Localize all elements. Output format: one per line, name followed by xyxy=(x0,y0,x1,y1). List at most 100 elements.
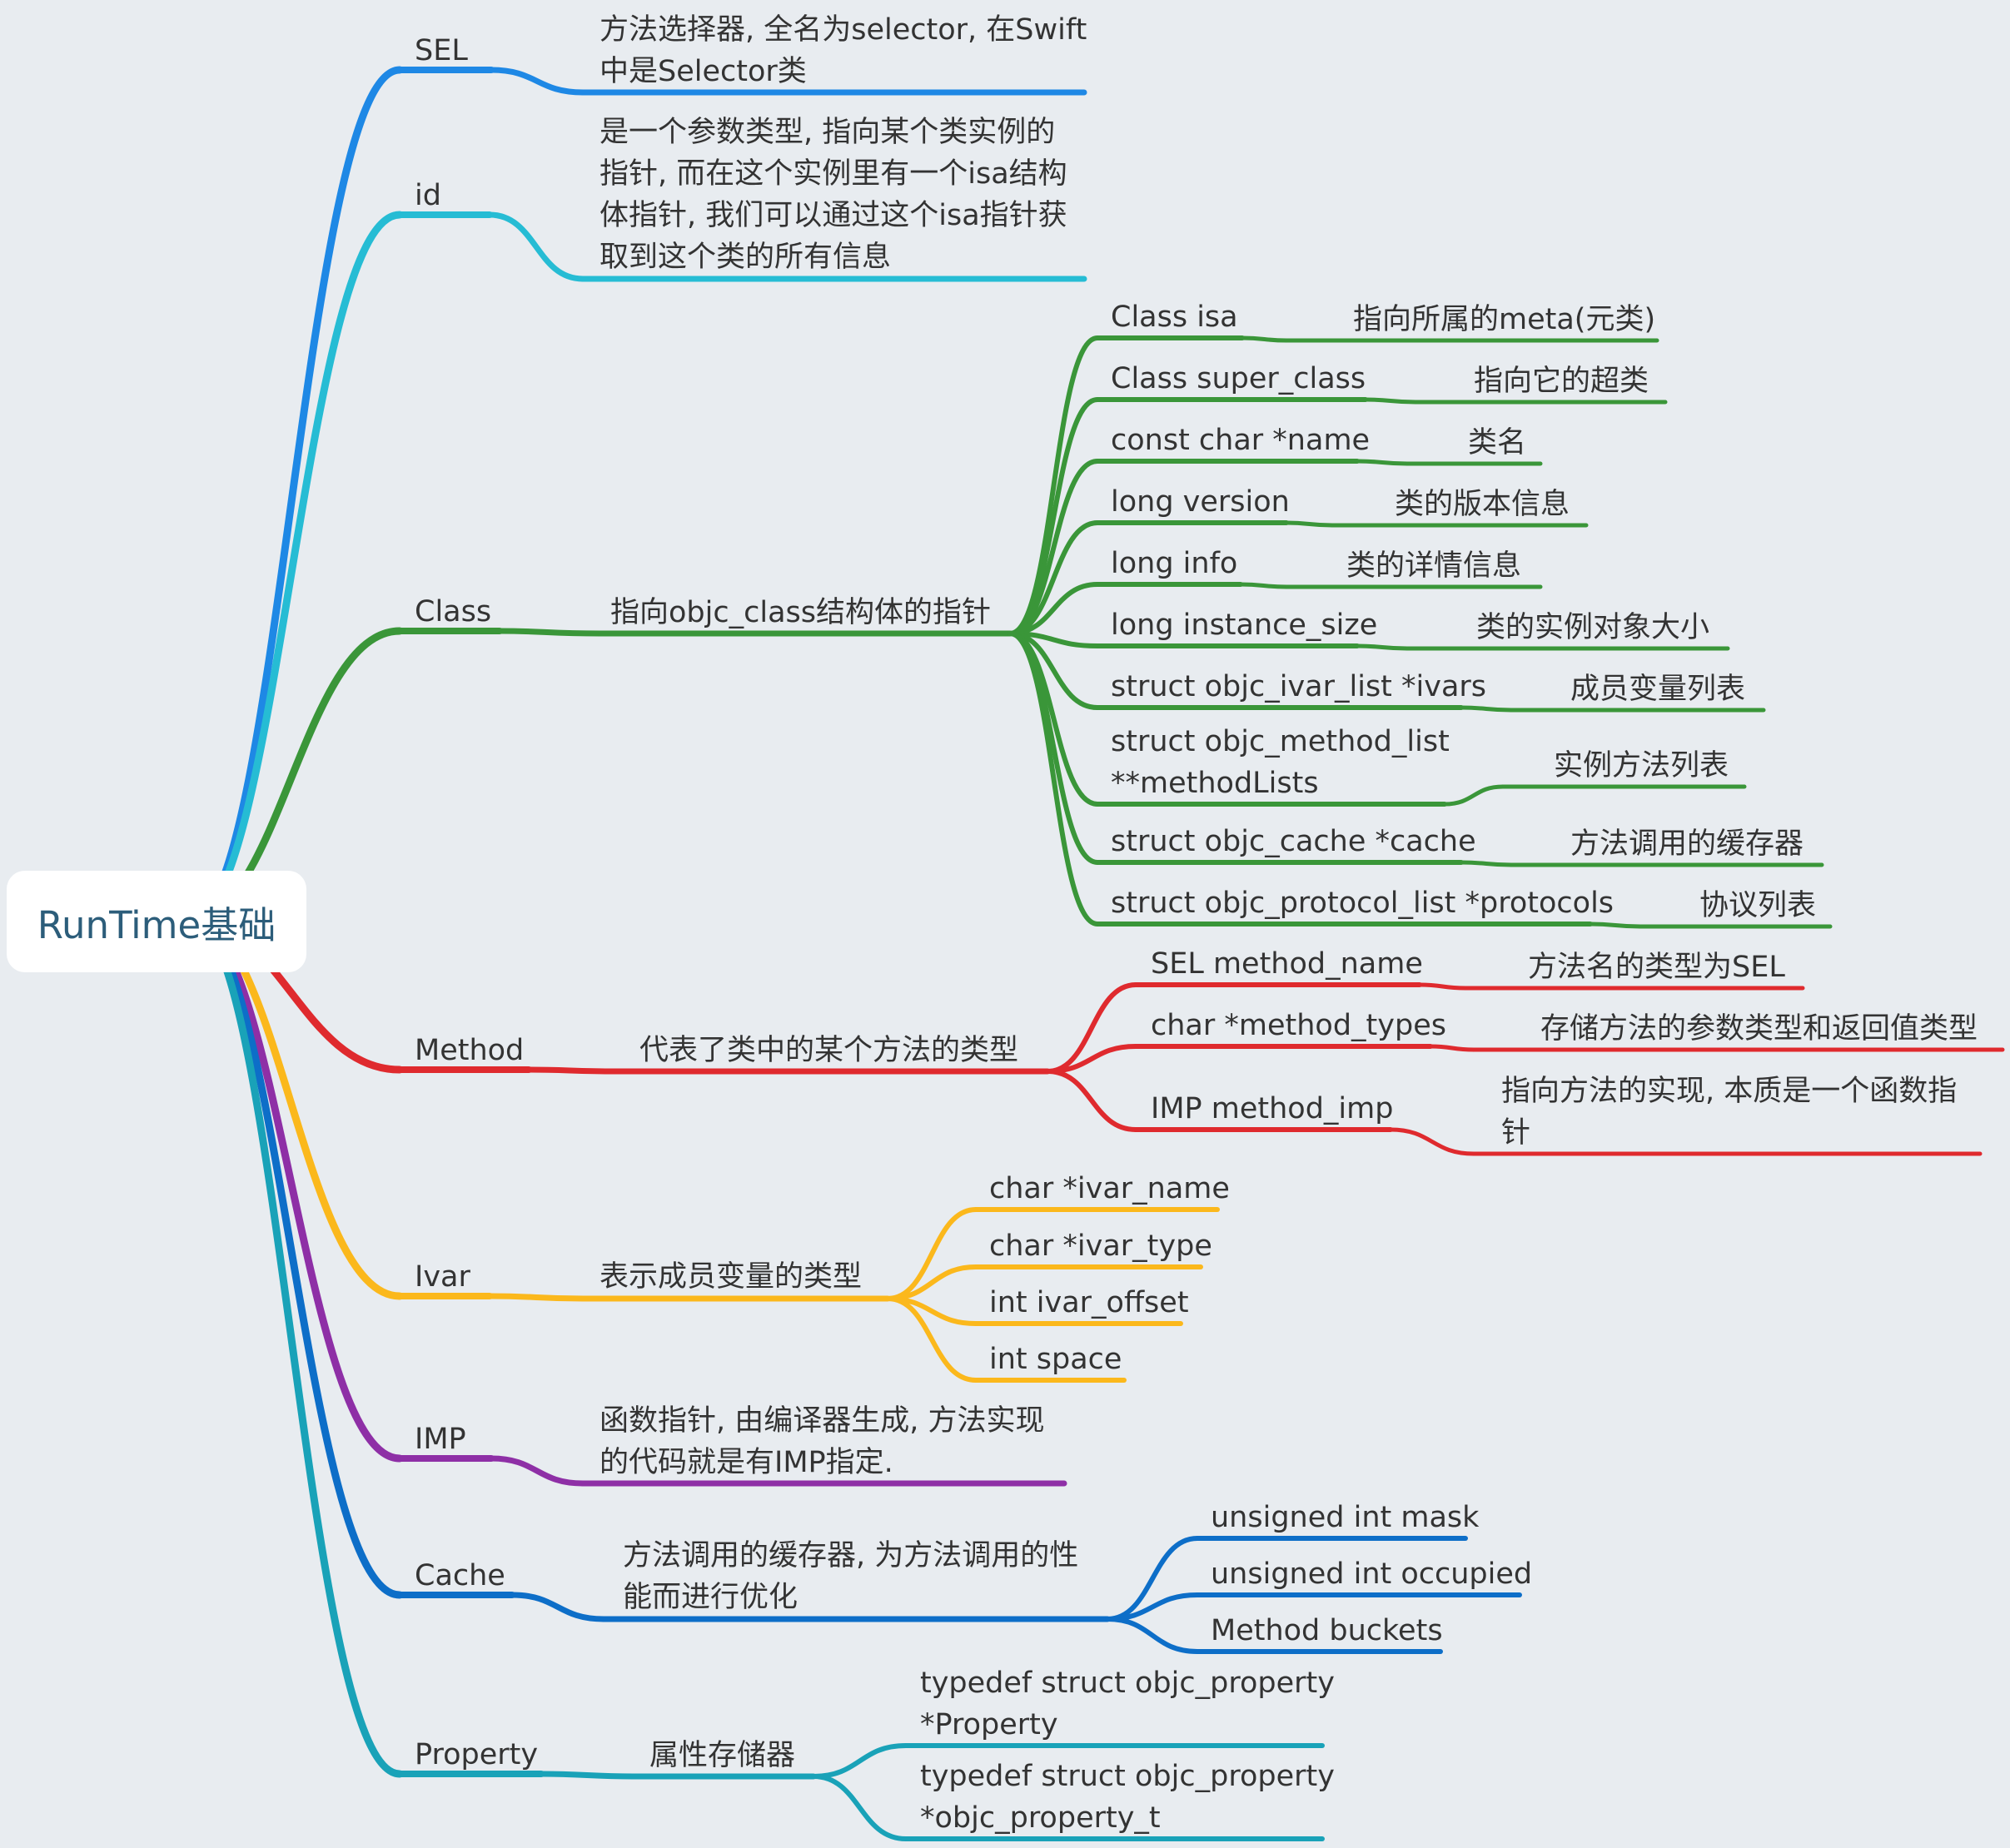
property-field-1-line-0[interactable]: typedef struct objc_property xyxy=(920,1760,1335,1793)
class-field-desc-connector-9 xyxy=(1588,922,1643,929)
ivar-connector xyxy=(187,915,404,1300)
class-label[interactable]: Class xyxy=(415,595,491,628)
ivar-label[interactable]: Ivar xyxy=(415,1260,470,1294)
cache-field-connector-2 xyxy=(1105,1617,1200,1654)
property-field-1-line-1[interactable]: *objc_property_t xyxy=(920,1801,1161,1835)
cache-desc-connector xyxy=(509,1592,607,1622)
class-field-desc-5[interactable]: 类的实例对象大小 xyxy=(1476,611,1709,644)
method-field-connector-0 xyxy=(1045,982,1138,1074)
class-field-connector-1 xyxy=(1007,397,1100,636)
property-desc[interactable]: 属性存储器 xyxy=(649,1739,795,1772)
cache-field-2[interactable]: Method buckets xyxy=(1211,1614,1443,1647)
method-desc[interactable]: 代表了类中的某个方法的类型 xyxy=(639,1034,1018,1067)
class-field-connector-9 xyxy=(1007,631,1100,926)
id-desc-connector xyxy=(486,211,586,282)
cache-desc-line-1[interactable]: 能而进行优化 xyxy=(623,1581,798,1614)
class-field-desc-connector-6 xyxy=(1459,705,1514,713)
ivar-field-3[interactable]: int space xyxy=(989,1343,1122,1376)
property-connector xyxy=(187,915,404,1778)
class-field-connector-6 xyxy=(1007,631,1100,710)
class-field-desc-4[interactable]: 类的详情信息 xyxy=(1346,549,1521,583)
id-desc-line-1[interactable]: 指针, 而在这个实例里有一个isa结构 xyxy=(600,157,1067,191)
class-field-name-4-line-0[interactable]: long info xyxy=(1111,547,1237,580)
sel-desc-line-1[interactable]: 中是Selector类 xyxy=(600,55,807,88)
id-connector xyxy=(187,211,404,923)
class-field-name-5-line-0[interactable]: long instance_size xyxy=(1111,609,1377,642)
cache-desc-line-0[interactable]: 方法调用的缓存器, 为方法调用的性 xyxy=(623,1539,1078,1572)
id-desc-line-3[interactable]: 取到这个类的所有信息 xyxy=(600,241,891,274)
property-desc-connector xyxy=(538,1771,636,1780)
cache-field-1[interactable]: unsigned int occupied xyxy=(1211,1557,1532,1591)
class-field-name-8-line-0[interactable]: struct objc_cache *cache xyxy=(1111,825,1476,858)
class-field-desc-connector-3 xyxy=(1284,520,1335,528)
method-field-desc-2-line-1[interactable]: 针 xyxy=(1501,1116,1530,1150)
ivar-desc[interactable]: 表示成员变量的类型 xyxy=(600,1260,862,1294)
id-desc-line-0[interactable]: 是一个参数类型, 指向某个类实例的 xyxy=(600,116,1055,149)
sel-desc-connector xyxy=(488,67,586,96)
class-field-desc-2[interactable]: 类名 xyxy=(1468,426,1526,460)
method-field-desc-0-line-0[interactable]: 方法名的类型为SEL xyxy=(1528,951,1785,984)
class-field-desc-7[interactable]: 实例方法列表 xyxy=(1554,749,1729,782)
property-field-connector-1 xyxy=(811,1774,908,1841)
ivar-field-2[interactable]: int ivar_offset xyxy=(989,1286,1189,1319)
method-field-desc-connector-0 xyxy=(1417,982,1468,991)
class-field-name-3-line-0[interactable]: long version xyxy=(1111,485,1290,519)
method-desc-connector xyxy=(525,1066,619,1075)
class-field-desc-3[interactable]: 类的版本信息 xyxy=(1395,488,1570,521)
root-node[interactable]: RunTime基础 xyxy=(7,871,306,972)
class-field-name-6-line-0[interactable]: struct objc_ivar_list *ivars xyxy=(1111,670,1486,703)
root-label: RunTime基础 xyxy=(37,902,276,947)
class-field-desc-connector-5 xyxy=(1355,643,1410,651)
imp-desc-line-1[interactable]: 的代码就是有IMP指定. xyxy=(600,1446,893,1479)
sel-connector xyxy=(187,66,404,923)
class-field-name-2-line-0[interactable]: const char *name xyxy=(1111,424,1370,457)
method-field-desc-connector-2 xyxy=(1388,1127,1476,1156)
class-field-desc-6[interactable]: 成员变量列表 xyxy=(1570,673,1745,706)
method-field-desc-1-line-0[interactable]: 存储方法的参数类型和返回值类型 xyxy=(1540,1012,1978,1046)
imp-desc-connector xyxy=(488,1455,586,1487)
sel-desc-line-0[interactable]: 方法选择器, 全名为selector, 在Swift xyxy=(600,13,1087,47)
class-field-desc-connector-0 xyxy=(1240,335,1289,343)
class-field-desc-1[interactable]: 指向它的超类 xyxy=(1474,365,1649,398)
method-field-name-2[interactable]: IMP method_imp xyxy=(1151,1092,1393,1125)
ivar-field-0[interactable]: char *ivar_name xyxy=(989,1172,1230,1205)
sel-label[interactable]: SEL xyxy=(415,34,468,67)
class-field-desc-connector-2 xyxy=(1355,459,1410,466)
property-field-0-line-0[interactable]: typedef struct objc_property xyxy=(920,1667,1335,1700)
method-field-name-1[interactable]: char *method_types xyxy=(1151,1009,1446,1042)
id-desc-line-2[interactable]: 体指针, 我们可以通过这个isa指针获 xyxy=(600,199,1067,232)
class-field-desc-connector-1 xyxy=(1363,397,1418,405)
class-desc[interactable]: 指向objc_class结构体的指针 xyxy=(610,596,991,629)
id-label[interactable]: id xyxy=(415,179,441,212)
method-field-connector-1 xyxy=(1045,1044,1138,1074)
cache-label[interactable]: Cache xyxy=(415,1559,505,1592)
class-field-name-0-line-0[interactable]: Class isa xyxy=(1111,301,1238,334)
ivar-desc-connector xyxy=(486,1293,586,1302)
imp-desc-line-0[interactable]: 函数指针, 由编译器生成, 方法实现 xyxy=(600,1404,1045,1438)
class-field-desc-0[interactable]: 指向所属的meta(元类) xyxy=(1353,303,1655,336)
class-field-name-1-line-0[interactable]: Class super_class xyxy=(1111,362,1366,395)
cache-connector xyxy=(187,915,404,1599)
ivar-field-connector-3 xyxy=(885,1296,978,1383)
class-field-desc-connector-7 xyxy=(1442,784,1505,807)
class-field-desc-connector-4 xyxy=(1238,582,1289,589)
method-field-name-0[interactable]: SEL method_name xyxy=(1151,947,1423,981)
class-field-desc-8[interactable]: 方法调用的缓存器 xyxy=(1570,827,1804,861)
method-field-connector-2 xyxy=(1045,1069,1138,1132)
ivar-field-1[interactable]: char *ivar_type xyxy=(989,1230,1212,1263)
class-field-desc-connector-8 xyxy=(1459,860,1514,867)
imp-label[interactable]: IMP xyxy=(415,1423,466,1456)
property-field-connector-0 xyxy=(811,1743,908,1779)
cache-field-0[interactable]: unsigned int mask xyxy=(1211,1501,1480,1534)
class-field-name-7-line-0[interactable]: struct objc_method_list xyxy=(1111,725,1450,758)
property-field-0-line-1[interactable]: *Property xyxy=(920,1708,1058,1741)
property-label[interactable]: Property xyxy=(415,1738,538,1771)
method-field-desc-connector-1 xyxy=(1428,1044,1476,1052)
class-field-name-7-line-1[interactable]: **methodLists xyxy=(1111,767,1319,800)
class-desc-connector xyxy=(496,628,603,637)
class-field-desc-9[interactable]: 协议列表 xyxy=(1699,889,1816,922)
method-label[interactable]: Method xyxy=(415,1034,524,1067)
class-field-name-9-line-0[interactable]: struct objc_protocol_list *protocols xyxy=(1111,887,1614,920)
method-field-desc-2-line-0[interactable]: 指向方法的实现, 本质是一个函数指 xyxy=(1501,1075,1957,1108)
